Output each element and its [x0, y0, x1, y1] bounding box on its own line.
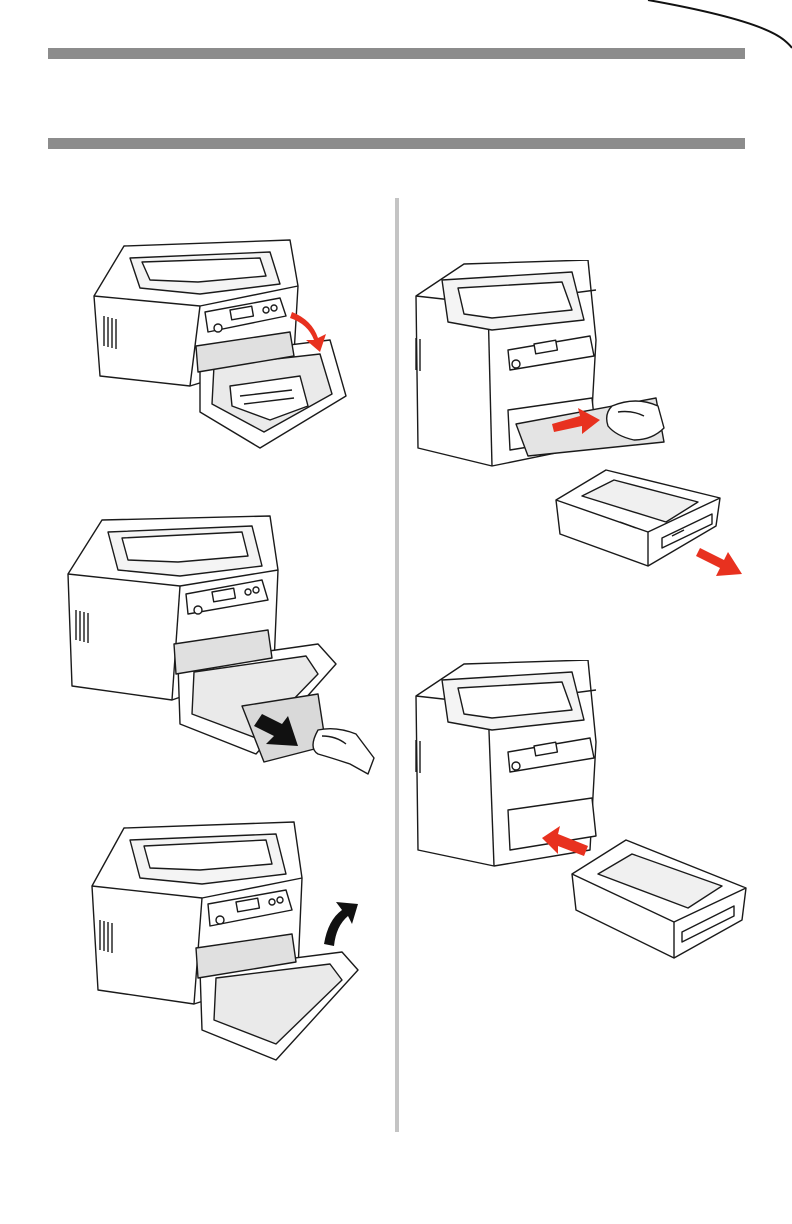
printer-close-front-cover: [80, 820, 364, 1064]
printer-remove-jammed-sheet: [56, 514, 380, 776]
black-arrow-up: [324, 902, 358, 946]
printer-insert-paper-tray: [412, 660, 748, 960]
header-bar-top: [48, 48, 745, 59]
printer-pull-sheet-from-tray-slot: [412, 260, 668, 468]
red-arrow-down-right: [696, 548, 742, 576]
header-bar-bottom: [48, 138, 745, 149]
paper-tray-pulled-out: [552, 466, 744, 578]
printer-open-front-cover: [80, 236, 360, 450]
column-divider: [395, 198, 399, 1132]
